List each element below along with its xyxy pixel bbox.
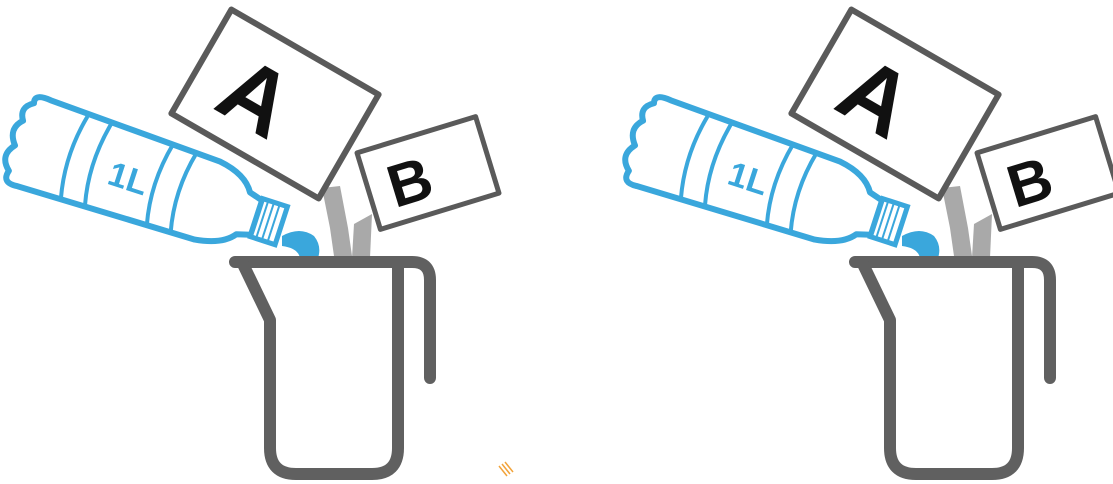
water-stream	[902, 231, 939, 258]
powder-stream-b	[972, 214, 992, 258]
illustration-panel-right: A B 1L	[620, 0, 1113, 484]
packet-b-icon: B	[357, 117, 499, 230]
illustration-panel-left: A B 1L	[0, 0, 540, 484]
mixing-illustration-left: A B 1L	[0, 0, 540, 484]
small-mark	[499, 462, 513, 476]
powder-stream-b	[352, 214, 372, 258]
packet-b-icon: B	[977, 117, 1113, 230]
powder-stream-a	[322, 186, 352, 256]
measuring-jug-icon	[235, 262, 430, 474]
mixing-illustration-right: A B 1L	[620, 0, 1113, 484]
water-stream	[282, 231, 319, 258]
measuring-jug-icon	[855, 262, 1050, 474]
powder-stream-a	[942, 186, 972, 256]
